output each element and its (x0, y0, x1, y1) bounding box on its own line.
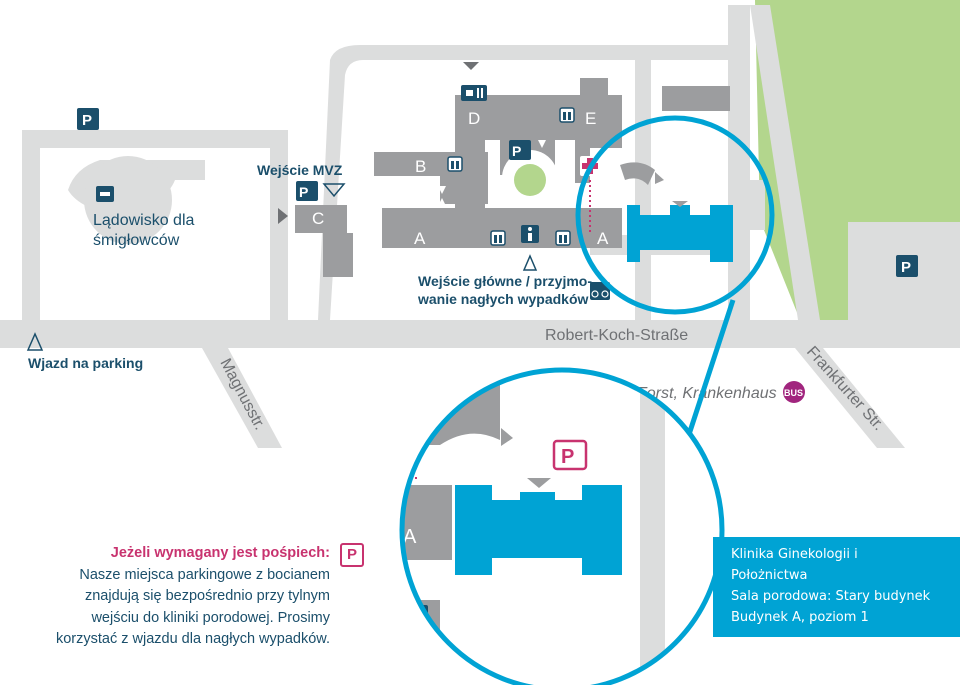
elevator-icon (490, 230, 506, 246)
hurry-note-body: Nasze miejsca parkingowe z bocianem znaj… (55, 566, 330, 648)
zoom-circle-border (399, 367, 725, 685)
svg-text:P: P (561, 446, 574, 468)
building-b-label: B (415, 157, 426, 176)
bus-icon: BUS (783, 381, 805, 403)
cafe-icon (461, 85, 487, 101)
street-magnus: Magnusstr. (216, 356, 268, 433)
helipad-label-1: Lądowisko dla (93, 212, 195, 229)
clinic-info-line-3: Sala porodowa: Stary budynek (731, 589, 931, 604)
courtyard-lawn (514, 164, 546, 196)
passage-arrow-icon (438, 198, 446, 206)
entrance-arrow-icon (672, 201, 688, 207)
svg-text:P: P (512, 143, 521, 159)
building-d-label: D (468, 109, 480, 128)
svg-text:BUS: BUS (784, 388, 803, 398)
entrance-arrow-icon (655, 172, 664, 184)
clinic-info-line-1: Klinika Ginekologii i (731, 547, 858, 562)
elevator-icon (559, 107, 575, 123)
stork-parking-zoom-icon: P (552, 439, 588, 471)
main-entrance-label-2: wanie nagłych wypadków (417, 291, 588, 307)
hurry-note: Jeżeli wymagany jest pośpiech: Nasze mie… (40, 543, 330, 651)
building-e-label: E (585, 109, 596, 128)
note-parking-badge: P (340, 543, 364, 567)
helipad-label-2: śmigłowców (93, 232, 180, 249)
mvz-entrance-label: Wejście MVZ (257, 162, 343, 178)
zoom-building-a-label: A (403, 526, 417, 548)
entrance-arrow-icon (463, 62, 479, 70)
parking-entrance-label: Wjazd na parking (28, 355, 143, 371)
street-robert-koch: Robert-Koch-Straße (545, 327, 688, 344)
svg-text:P: P (901, 259, 911, 276)
entrance-arrow-icon (278, 208, 288, 224)
street-frankfurter: Frankfurter Str. (803, 343, 887, 434)
passage-arrow-icon (438, 186, 446, 194)
elevator-icon (447, 156, 463, 172)
zoom-source-circle (575, 115, 775, 315)
building-a-left-label: A (414, 229, 426, 248)
bicycle-icon (590, 282, 610, 300)
helipad-icon (96, 186, 114, 202)
entrance-arrow-icon (322, 183, 346, 198)
entrance-arrow-icon (26, 332, 44, 351)
passage-arrow-icon (538, 140, 546, 148)
building-a-right-label: A (597, 229, 609, 248)
highlight-building-a (627, 205, 733, 262)
parking-icon: P (896, 255, 918, 277)
entrance-arrow-icon (522, 254, 538, 271)
clinic-info-box: Klinika Ginekologii i Położnictwa Sala p… (713, 537, 960, 637)
parking-icon: P (77, 108, 99, 130)
stork-parking-icon: P (509, 140, 531, 160)
svg-text:P: P (82, 112, 92, 129)
svg-text:P: P (299, 184, 308, 200)
clinic-info-line-4: Budynek A, poziom 1 (731, 610, 869, 625)
clinic-info-line-2: Położnictwa (731, 568, 808, 583)
bus-stop-label: Forst, Krankenhaus (637, 385, 777, 402)
helipad-area (84, 156, 172, 244)
disabled-parking-icon: P (296, 181, 318, 201)
main-entrance-label-1: Wejście główne / przyjmo- (418, 273, 592, 289)
building-c-label: C (312, 209, 324, 228)
info-icon (521, 225, 539, 243)
elevator-icon (555, 230, 571, 246)
hurry-note-heading: Jeżeli wymagany jest pośpiech: (110, 545, 330, 561)
